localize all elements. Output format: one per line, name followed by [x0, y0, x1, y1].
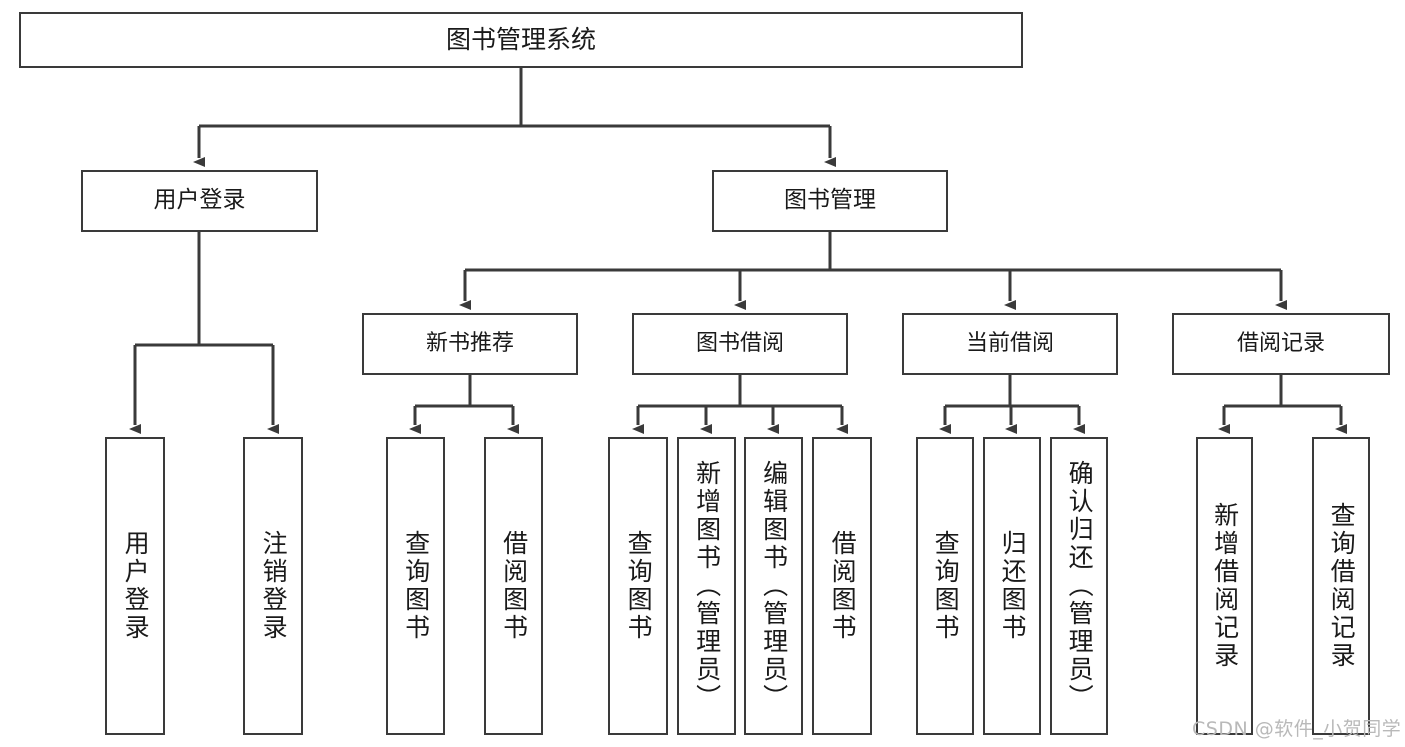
leaf-book-borrow-edit[interactable]: 编辑图书（管理员）: [744, 437, 803, 735]
leaf-new-book-query[interactable]: 查询图书: [386, 437, 445, 735]
leaf-book-borrow-query[interactable]: 查询图书: [608, 437, 668, 735]
leaf-new-book-borrow[interactable]: 借阅图书: [484, 437, 543, 735]
leaf-label: 新增图书（管理员）: [692, 460, 722, 712]
leaf-label: 借阅图书: [499, 530, 529, 642]
leaf-label: 归还图书: [998, 530, 1028, 642]
leaf-user-login-login[interactable]: 用户登录: [105, 437, 165, 735]
leaf-user-login-logout[interactable]: 注销登录: [243, 437, 303, 735]
leaf-label: 新增借阅记录: [1210, 502, 1240, 670]
node-book-management[interactable]: 图书管理: [712, 170, 948, 232]
csdn-watermark: CSDN @软件_小贺同学: [1192, 718, 1402, 740]
leaf-label: 查询借阅记录: [1327, 502, 1357, 670]
node-new-book-recommend[interactable]: 新书推荐: [362, 313, 578, 375]
leaf-current-borrow-confirm-return[interactable]: 确认归还（管理员）: [1050, 437, 1108, 735]
leaf-label: 查询图书: [401, 530, 431, 642]
node-book-borrow[interactable]: 图书借阅: [632, 313, 848, 375]
leaf-label: 查询图书: [624, 530, 654, 642]
leaf-current-borrow-return[interactable]: 归还图书: [983, 437, 1041, 735]
leaf-borrow-record-add[interactable]: 新增借阅记录: [1196, 437, 1253, 735]
leaf-label: 借阅图书: [828, 530, 858, 642]
leaf-book-borrow-borrow[interactable]: 借阅图书: [812, 437, 872, 735]
leaf-label: 注销登录: [259, 530, 289, 642]
node-borrow-record[interactable]: 借阅记录: [1172, 313, 1390, 375]
leaf-label: 确认归还（管理员）: [1065, 460, 1095, 712]
leaf-label: 编辑图书（管理员）: [759, 460, 789, 712]
leaf-label: 用户登录: [121, 530, 151, 642]
node-root-system[interactable]: 图书管理系统: [19, 12, 1023, 68]
leaf-book-borrow-add[interactable]: 新增图书（管理员）: [677, 437, 736, 735]
node-user-login[interactable]: 用户登录: [81, 170, 318, 232]
leaf-label: 查询图书: [931, 530, 961, 642]
node-current-borrow[interactable]: 当前借阅: [902, 313, 1118, 375]
leaf-current-borrow-query[interactable]: 查询图书: [916, 437, 974, 735]
leaf-borrow-record-query[interactable]: 查询借阅记录: [1312, 437, 1370, 735]
